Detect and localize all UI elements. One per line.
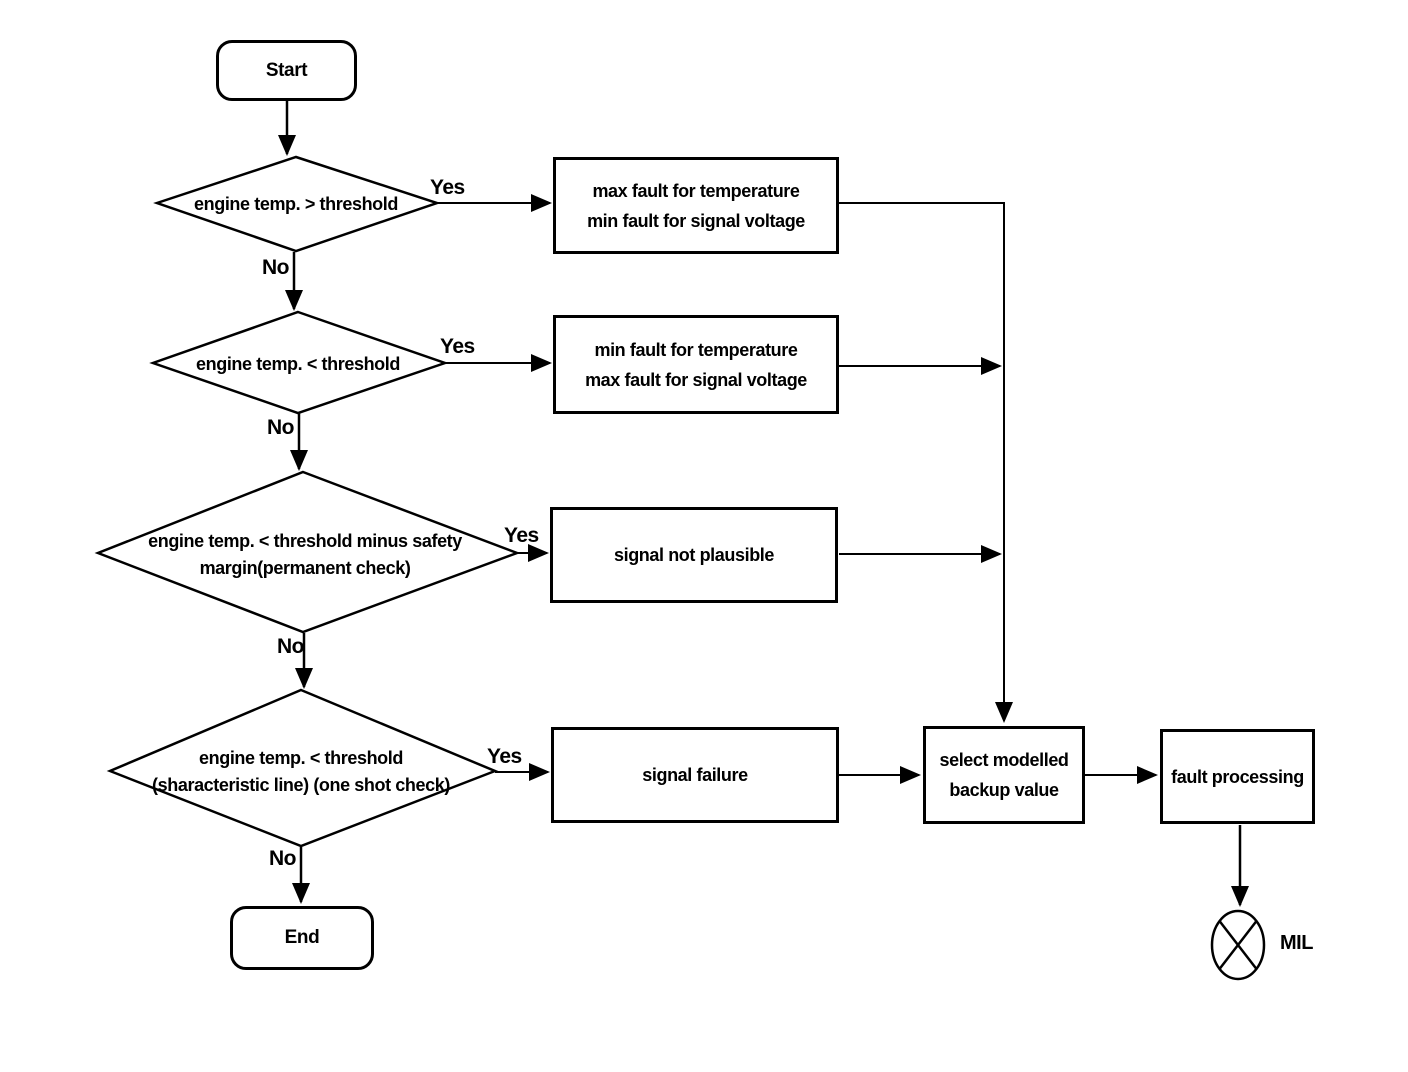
decision-3-label: engine temp. < threshold minus safety ma… [148,531,462,578]
decision-1-yes-label: Yes [430,176,465,199]
decision-1-label: engine temp. > threshold [194,194,398,214]
decision-3-no-label: No [277,635,305,658]
edge-process1-to-select [839,202,1013,723]
process-min-fault-box: min fault for temperature max fault for … [553,315,839,414]
decision-2-label: engine temp. < threshold [196,354,400,374]
start-terminal: Start [216,40,357,101]
end-terminal: End [230,906,374,970]
decision-4-label: engine temp. < threshold (sharacteristic… [152,748,450,795]
decision-4-no-label: No [269,847,297,870]
decision-4-diamond [106,688,499,848]
mil-indicator-label: MIL [1280,932,1313,954]
process-signal-failure-box: signal failure [551,727,839,823]
decision-3-diamond [94,470,521,634]
process-signal-not-plausible-box: signal not plausible [550,507,838,603]
decision-2-yes-label: Yes [440,335,475,358]
process-fault-processing-box: fault processing [1160,729,1315,824]
process-max-fault-box: max fault for temperature min fault for … [553,157,839,254]
mil-lamp-icon [1210,909,1266,981]
decision-2-no-label: No [267,416,295,439]
decision-1-diamond [153,155,441,253]
decision-4-yes-label: Yes [487,745,522,768]
process-select-backup-box: select modelled backup value [923,726,1085,824]
decision-1-no-label: No [262,256,290,279]
decision-3-yes-label: Yes [504,524,539,547]
